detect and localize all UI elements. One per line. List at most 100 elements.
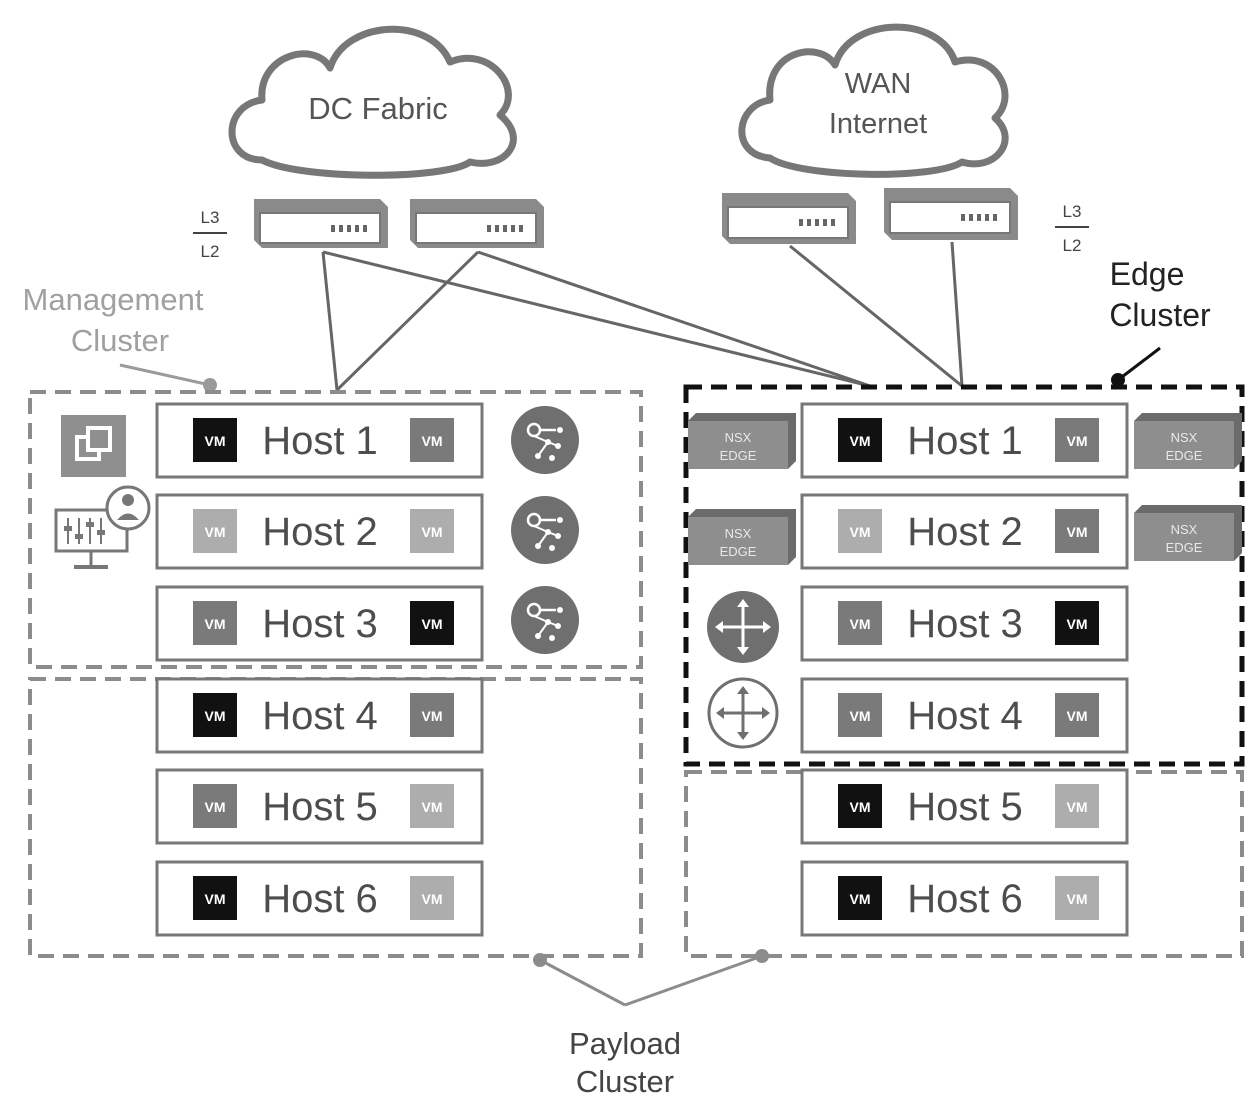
svg-text:EDGE: EDGE <box>1166 540 1203 555</box>
edge-pointer <box>1117 346 1161 382</box>
left-host-3: VM Host 3 VM <box>155 585 484 662</box>
vm-icon-left: VM <box>838 693 882 737</box>
nsx-manager-icon-1 <box>511 406 579 474</box>
uplink-lines <box>321 241 964 392</box>
vm-icon-right: VM <box>1055 693 1099 737</box>
wan-label: WAN <box>845 68 912 100</box>
host-label: Host 6 <box>262 877 378 921</box>
vm-icon-right: VM <box>410 601 454 645</box>
payload-pointer-dot-right <box>755 949 769 963</box>
svg-text:VM: VM <box>1067 891 1088 907</box>
host-label: Host 6 <box>907 877 1023 921</box>
svg-text:VM: VM <box>850 616 871 632</box>
switch-dc-2 <box>410 199 544 248</box>
host-label: Host 3 <box>907 602 1023 646</box>
host-label: Host 2 <box>907 510 1023 554</box>
payload-pointer <box>539 954 763 1007</box>
svg-text:VM: VM <box>422 708 443 724</box>
svg-text:VM: VM <box>1067 524 1088 540</box>
right-host-5: VM Host 5 VM <box>800 768 1129 845</box>
svg-text:VM: VM <box>850 799 871 815</box>
edge-cluster-boundary <box>683 384 1245 767</box>
svg-text:VM: VM <box>422 799 443 815</box>
svg-text:VM: VM <box>205 433 226 449</box>
management-node-icons <box>511 406 579 654</box>
vm-icon-right: VM <box>1055 418 1099 462</box>
svg-text:VM: VM <box>850 524 871 540</box>
left-host-5: VM Host 5 VM <box>155 768 484 845</box>
nsx-manager-icon-3 <box>511 586 579 654</box>
vm-icon-right: VM <box>410 509 454 553</box>
host-label: Host 1 <box>907 419 1023 463</box>
svg-text:VM: VM <box>422 891 443 907</box>
edge-cluster-label-line2: Cluster <box>1109 297 1211 333</box>
l2-label-left: L2 <box>201 242 220 261</box>
nsx-manager-icon-2 <box>511 496 579 564</box>
management-pointer <box>119 363 211 387</box>
management-cluster-label-line1: Management <box>23 282 204 317</box>
right-host-4: VM Host 4 VM <box>800 677 1129 754</box>
svg-text:VM: VM <box>422 433 443 449</box>
svg-text:VM: VM <box>1067 708 1088 724</box>
switch-wan-1 <box>722 193 856 244</box>
edge-pointer-dot <box>1111 373 1125 387</box>
payload-cluster-label-line1: Payload <box>569 1026 681 1061</box>
svg-text:EDGE: EDGE <box>720 448 757 463</box>
management-cluster-label-line2: Cluster <box>71 323 169 358</box>
payload-cluster-label-line2: Cluster <box>576 1064 674 1098</box>
vm-icon-left: VM <box>193 601 237 645</box>
host-label: Host 3 <box>262 602 378 646</box>
vm-icon-left: VM <box>838 601 882 645</box>
svg-text:VM: VM <box>850 891 871 907</box>
vm-icon-left: VM <box>193 418 237 462</box>
svg-text:VM: VM <box>205 799 226 815</box>
vm-icon-left: VM <box>838 876 882 920</box>
host-label: Host 5 <box>907 785 1023 829</box>
edge-cluster-label-line1: Edge <box>1110 256 1185 292</box>
svg-text:NSX: NSX <box>1171 522 1198 537</box>
svg-text:VM: VM <box>205 891 226 907</box>
router-icon-outline <box>707 677 779 749</box>
vm-icon-right: VM <box>410 876 454 920</box>
host-label: Host 5 <box>262 785 378 829</box>
right-host-2: VM Host 2 VM <box>800 493 1129 570</box>
vm-icon-left: VM <box>838 784 882 828</box>
vm-icon-right: VM <box>410 418 454 462</box>
left-host-4: VM Host 4 VM <box>155 677 484 754</box>
svg-text:NSX: NSX <box>725 430 752 445</box>
host-label: Host 4 <box>262 694 378 738</box>
internet-label: Internet <box>829 108 927 140</box>
l2-label-right: L2 <box>1063 236 1082 255</box>
switch-dc-1 <box>254 199 388 248</box>
svg-text:VM: VM <box>205 524 226 540</box>
svg-text:VM: VM <box>422 524 443 540</box>
vm-icon-left: VM <box>193 693 237 737</box>
management-pointer-dot <box>203 378 217 392</box>
vm-icon-right: VM <box>410 784 454 828</box>
vm-icon-left: VM <box>193 876 237 920</box>
switch-wan-2 <box>884 188 1018 240</box>
left-host-6: VM Host 6 VM <box>155 860 484 937</box>
svg-text:VM: VM <box>1067 433 1088 449</box>
layer-label-left: L3 L2 <box>193 208 227 261</box>
dc-fabric-cloud: DC Fabric <box>228 25 517 179</box>
svg-text:VM: VM <box>205 616 226 632</box>
svg-text:VM: VM <box>1067 799 1088 815</box>
vm-icon-right: VM <box>1055 876 1099 920</box>
vm-icon-left: VM <box>193 784 237 828</box>
l3-label-right: L3 <box>1063 202 1082 221</box>
svg-text:NSX: NSX <box>725 526 752 541</box>
vm-icon-left: VM <box>838 509 882 553</box>
host-label: Host 4 <box>907 694 1023 738</box>
admin-console-icon <box>54 485 151 569</box>
right-host-6: VM Host 6 VM <box>800 860 1129 937</box>
